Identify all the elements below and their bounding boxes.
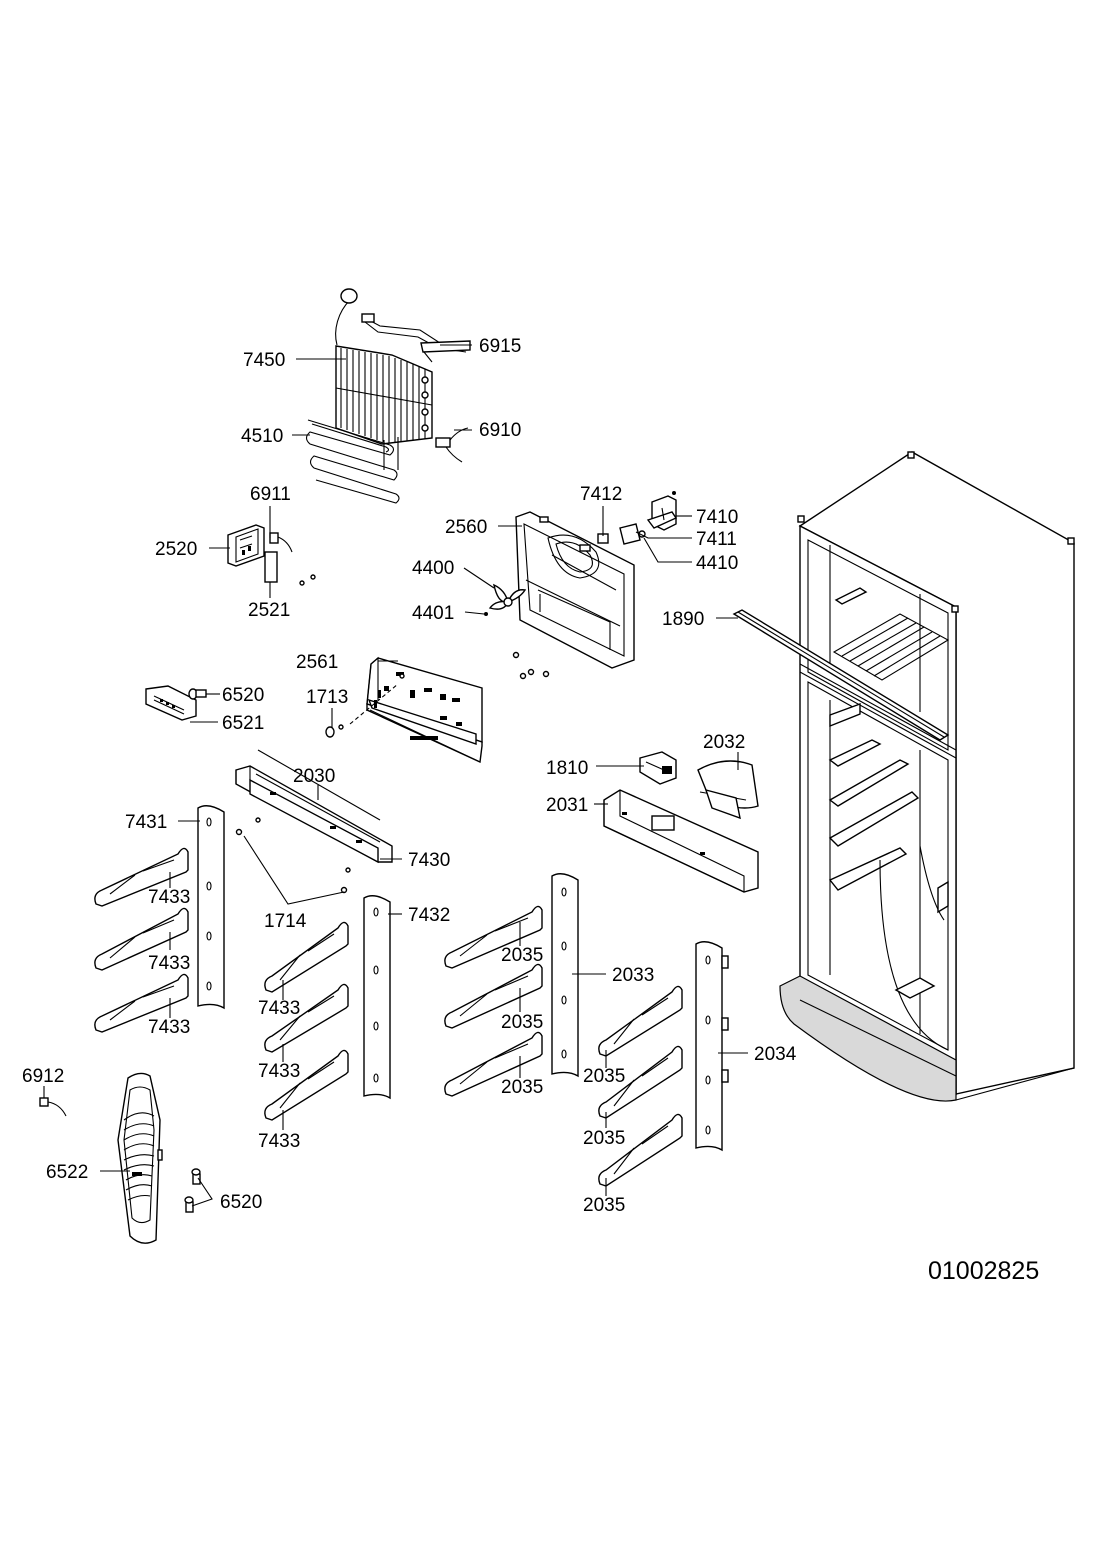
shelf-bar xyxy=(264,921,349,993)
callout-7431: 7431 xyxy=(125,812,167,833)
shelf-bar-slots xyxy=(279,1061,335,1109)
cover-2032-part xyxy=(697,760,759,820)
callout-7433: 7433 xyxy=(148,887,190,908)
callout-1890: 1890 xyxy=(662,609,704,630)
door-rail-2033-part xyxy=(551,873,579,1078)
callout-4410: 4410 xyxy=(696,553,738,574)
shelf-bar xyxy=(598,985,683,1057)
callout-2520: 2520 xyxy=(155,539,197,560)
screw-1713-part xyxy=(325,683,399,738)
callout-2034: 2034 xyxy=(754,1044,797,1065)
callout-7433: 7433 xyxy=(258,1061,300,1082)
damper-assembly-part xyxy=(597,491,678,545)
callout-2561: 2561 xyxy=(296,652,338,673)
callout-2521: 2521 xyxy=(248,600,290,621)
callout-2035: 2035 xyxy=(501,1012,543,1033)
callout-4400: 4400 xyxy=(412,558,454,579)
callout-6520: 6520 xyxy=(222,685,264,706)
door-rail-2034-part xyxy=(695,941,729,1152)
switch-1810-part xyxy=(639,751,677,785)
callout-2560: 2560 xyxy=(445,517,487,538)
thermostat-part xyxy=(227,524,316,586)
shelf-trim-2030-part xyxy=(235,749,393,894)
sensor-6910-part xyxy=(435,427,469,463)
callout-7412: 7412 xyxy=(580,484,622,505)
callout-7411: 7411 xyxy=(696,529,737,550)
lamp-cover-6521-part xyxy=(145,685,207,721)
callout-2032: 2032 xyxy=(703,732,745,753)
shelf-bar-slots xyxy=(613,1125,669,1175)
shelf-bar xyxy=(264,1049,349,1121)
shelf-bar-slots xyxy=(459,975,529,1017)
callout-7430: 7430 xyxy=(408,850,450,871)
lamp-holder-6520-part xyxy=(184,1168,201,1213)
freezer-shelf-1890-part xyxy=(732,609,950,741)
control-housing-6522-part xyxy=(117,1072,163,1244)
callout-2033: 2033 xyxy=(612,965,654,986)
callout-7450: 7450 xyxy=(243,350,285,371)
callout-2035: 2035 xyxy=(583,1128,625,1149)
shelf-bar-slots xyxy=(109,919,175,959)
callout-2035: 2035 xyxy=(501,945,543,966)
callout-6911: 6911 xyxy=(250,484,291,505)
shelf-bar-slots xyxy=(109,859,175,895)
shelf-bar-slots xyxy=(613,1057,669,1107)
document-number: 01002825 xyxy=(928,1257,1039,1285)
defrost-heater-part xyxy=(305,419,400,504)
callout-7433: 7433 xyxy=(258,998,300,1019)
callout-7433: 7433 xyxy=(148,1017,190,1038)
callout-2035: 2035 xyxy=(583,1066,625,1087)
shelf-bar-slots xyxy=(279,933,335,981)
callout-2031: 2031 xyxy=(546,795,588,816)
refrigerator-cabinet-part xyxy=(779,451,1075,1102)
callout-2035: 2035 xyxy=(501,1077,543,1098)
screws-group xyxy=(512,651,550,680)
callout-7433: 7433 xyxy=(148,953,190,974)
shelf-bar-slots xyxy=(459,1043,529,1085)
callout-6915: 6915 xyxy=(479,336,521,357)
shelf-bar-slots xyxy=(279,995,335,1041)
sensor-6912-part xyxy=(39,1097,67,1117)
shelf-2031-part xyxy=(603,789,759,893)
callout-4510: 4510 xyxy=(241,426,283,447)
shelf-bars-group xyxy=(94,847,683,1187)
callout-7432: 7432 xyxy=(408,905,450,926)
shelf-bar xyxy=(598,1113,683,1187)
callout-1810: 1810 xyxy=(546,758,588,779)
door-rail-7431-part xyxy=(197,805,225,1010)
callout-4401: 4401 xyxy=(412,603,454,624)
callout-7410: 7410 xyxy=(696,507,738,528)
leader-lines xyxy=(43,344,748,1207)
rear-panel-2561-part xyxy=(366,656,483,764)
callout-6912: 6912 xyxy=(22,1066,64,1087)
callout-6521: 6521 xyxy=(222,713,264,734)
shelf-bar xyxy=(264,983,349,1053)
callout-1713: 1713 xyxy=(306,687,348,708)
evaporator-fins xyxy=(335,348,433,443)
shelf-bar xyxy=(598,1045,683,1119)
callout-labels: 7450 6915 4510 6910 6911 2520 2521 7412 … xyxy=(22,336,797,1216)
evaporator-cover-2560-part xyxy=(515,511,635,669)
callout-2030: 2030 xyxy=(293,766,335,787)
callout-6522: 6522 xyxy=(46,1162,88,1183)
callout-7433: 7433 xyxy=(258,1131,300,1152)
callout-6520: 6520 xyxy=(220,1192,262,1213)
shelf-bar-slots xyxy=(459,917,529,957)
callout-6910: 6910 xyxy=(479,420,521,441)
callout-2035: 2035 xyxy=(583,1195,625,1216)
door-rail-7432-part xyxy=(363,895,391,1100)
shelf-bar-slots xyxy=(109,985,175,1021)
fan-blade-part xyxy=(484,583,527,616)
callout-1714: 1714 xyxy=(264,911,307,932)
evaporator-part xyxy=(335,288,471,445)
shelf-bar-slots xyxy=(613,997,669,1045)
